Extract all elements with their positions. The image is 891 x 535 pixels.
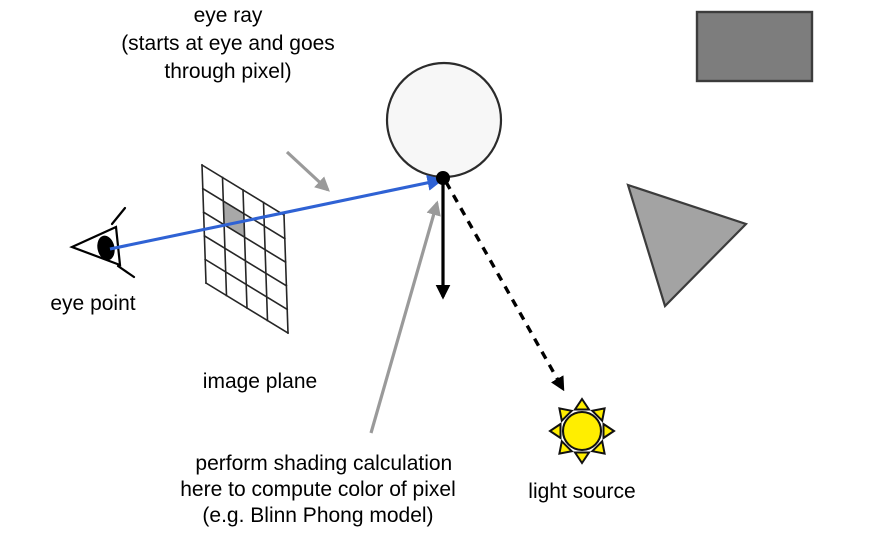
image-plane-gridline-vertical <box>201 164 207 284</box>
sun-ray-spike <box>548 422 562 440</box>
shadow-ray-arrow <box>444 181 565 392</box>
eye-ray-annotation-line2: (starts at eye and goes <box>121 32 335 55</box>
scene-rectangle-shape <box>695 10 814 83</box>
image-plane-gridline-horizontal <box>204 281 290 335</box>
shading-annotation-line2: here to compute color of pixel <box>180 478 455 501</box>
image-plane-gridlines <box>200 163 290 335</box>
sun-rays <box>548 397 616 465</box>
shading-callout-arrow <box>369 200 441 434</box>
shading-annotation-line3: (e.g. Blinn Phong model) <box>202 504 433 527</box>
image-plane-gridline-horizontal <box>203 234 288 287</box>
image-plane-grid <box>200 163 290 335</box>
eye-ray-annotation-line1: eye ray <box>194 4 263 27</box>
image-plane-label: image plane <box>203 370 317 393</box>
sun-ray-spike <box>573 397 591 411</box>
image-plane-gridline-vertical <box>283 214 289 334</box>
shading-annotation-line1: perform shading calculation <box>155 452 482 475</box>
image-plane-gridline-horizontal <box>201 187 286 240</box>
eye-ray-annotation-line3: through pixel) <box>164 60 291 83</box>
sun-ray-spike <box>558 407 574 423</box>
eye-icon <box>69 206 136 279</box>
sun-disc <box>561 410 603 452</box>
eye-ray-arrow <box>109 174 444 251</box>
shading-text-part2: calculation <box>347 452 452 475</box>
eye-ray-callout-arrow <box>285 150 330 192</box>
sun-ray-spike <box>602 422 616 440</box>
eye-point-label: eye point <box>50 292 135 315</box>
scene-triangle-shape <box>626 183 749 309</box>
image-plane-gridline-vertical <box>221 176 228 297</box>
image-plane-gridline-horizontal <box>202 211 287 264</box>
light-source-sun-icon <box>548 397 616 465</box>
image-plane-gridline-horizontal <box>200 163 286 217</box>
highlighted-pixel-cell <box>223 201 245 238</box>
sun-ray-spike <box>558 439 574 455</box>
sun-ray-spike <box>590 407 606 423</box>
shading-text-part1: perform <box>195 452 273 475</box>
sun-ray-spike <box>573 451 591 465</box>
shading-text-bold: shading <box>274 452 348 475</box>
image-plane-gridline-vertical <box>242 189 248 309</box>
surface-hit-point-dot <box>436 171 450 185</box>
sun-ray-spike <box>590 439 606 455</box>
image-plane-gridline-horizontal <box>204 258 289 311</box>
scene-sphere-shape <box>385 61 503 179</box>
light-source-label: light source <box>528 480 635 503</box>
image-plane-gridline-vertical <box>262 201 269 322</box>
